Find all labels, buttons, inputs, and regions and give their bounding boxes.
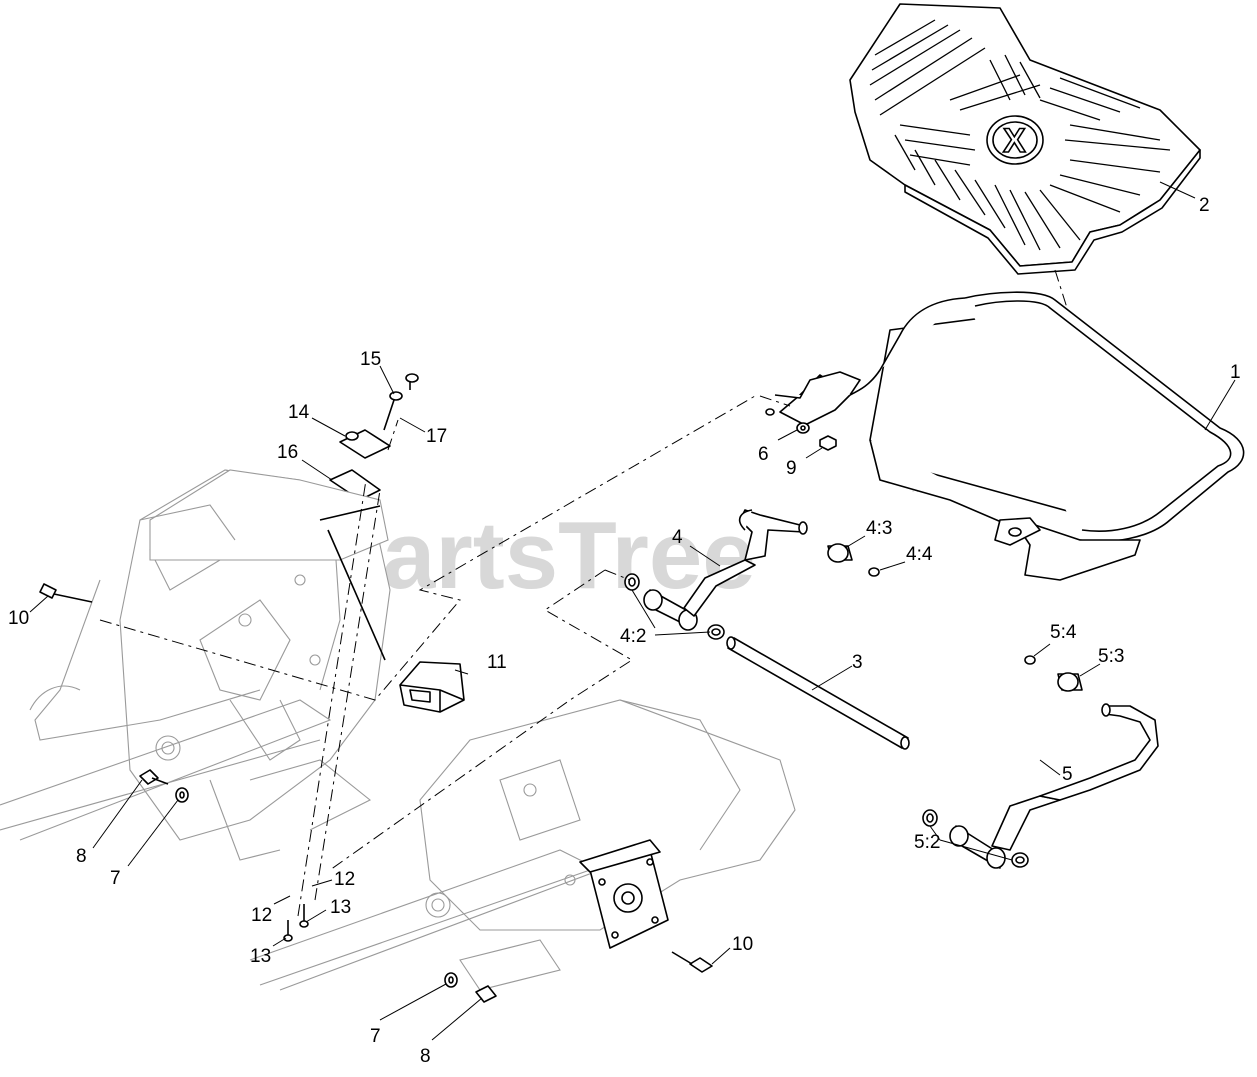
assembly-lines (99, 395, 791, 917)
bushing-5-2-upper[interactable] (922, 809, 938, 827)
callout-4-4: 4:4 (906, 544, 933, 565)
callout-4: 4 (672, 527, 683, 548)
clip-14[interactable] (339, 429, 391, 459)
callout-13-left: 13 (250, 946, 271, 967)
bracket-upper-ghost (139, 469, 389, 661)
bolt-10-right[interactable] (671, 951, 713, 973)
bolt-10-left[interactable] (39, 583, 93, 603)
washer-7-right[interactable] (444, 972, 458, 988)
bushing-block[interactable] (399, 661, 465, 713)
callout-labels: 1 2 3 4 4:2 4:3 4:4 5 5:2 5:3 5:4 6 7 7 … (8, 195, 1241, 1067)
callout-5-3: 5:3 (1098, 646, 1124, 667)
foot-mat[interactable]: X (849, 3, 1201, 275)
callout-7-right: 7 (370, 1026, 381, 1047)
callout-8-left: 8 (76, 846, 87, 867)
washer-7-left[interactable] (175, 787, 189, 803)
leader-lines (29, 181, 1236, 1041)
mounting-bracket[interactable] (579, 839, 669, 949)
callout-5-2: 5:2 (914, 832, 940, 853)
washer-5-4[interactable] (1024, 655, 1036, 665)
callout-1: 1 (1230, 362, 1241, 383)
callout-5-4: 5:4 (1050, 622, 1077, 643)
bushing-5-2-lower[interactable] (1011, 852, 1029, 868)
callout-12-left: 12 (251, 905, 272, 926)
pin-12-13-right[interactable] (299, 904, 309, 928)
spacer-5-3[interactable] (1057, 672, 1083, 692)
mat-logo: X (1003, 122, 1026, 160)
callout-4-3: 4:3 (866, 518, 892, 539)
callout-8-right: 8 (420, 1046, 431, 1067)
callout-3: 3 (852, 652, 863, 673)
pedal-arm-left[interactable] (643, 509, 808, 631)
callout-16: 16 (277, 442, 298, 463)
callout-2: 2 (1199, 195, 1210, 216)
callout-10-left: 10 (8, 608, 29, 629)
spacer-4-3[interactable] (827, 543, 853, 563)
washer-4-4[interactable] (868, 567, 880, 577)
callout-4-2: 4:2 (620, 626, 646, 647)
callout-9: 9 (786, 458, 797, 479)
pin-12-13-left[interactable] (283, 920, 293, 942)
screw-15-a[interactable] (405, 373, 419, 390)
callout-17: 17 (426, 426, 447, 447)
pedal-arm-right[interactable] (949, 703, 1159, 869)
callout-13-right: 13 (330, 897, 351, 918)
frame-right-ghost (249, 699, 796, 991)
watermark: PartsTree (318, 502, 756, 609)
pivot-shaft[interactable] (726, 636, 910, 750)
bushing-4-2-upper[interactable] (624, 573, 640, 591)
callout-11: 11 (487, 652, 507, 673)
nut-9[interactable] (819, 435, 837, 451)
foot-pan-bumper[interactable] (765, 291, 1245, 581)
bolt-8-left[interactable] (139, 769, 169, 785)
callout-12-right: 12 (334, 869, 355, 890)
callout-7-left: 7 (110, 868, 121, 889)
bushing-4-2-lower[interactable] (707, 624, 725, 640)
callout-6: 6 (758, 444, 769, 465)
callout-10-right: 10 (732, 934, 753, 955)
callout-15: 15 (360, 349, 381, 370)
callout-14: 14 (288, 402, 310, 423)
nut-6[interactable] (796, 422, 810, 434)
callout-5: 5 (1062, 764, 1073, 785)
screw-15-b[interactable] (383, 391, 403, 431)
